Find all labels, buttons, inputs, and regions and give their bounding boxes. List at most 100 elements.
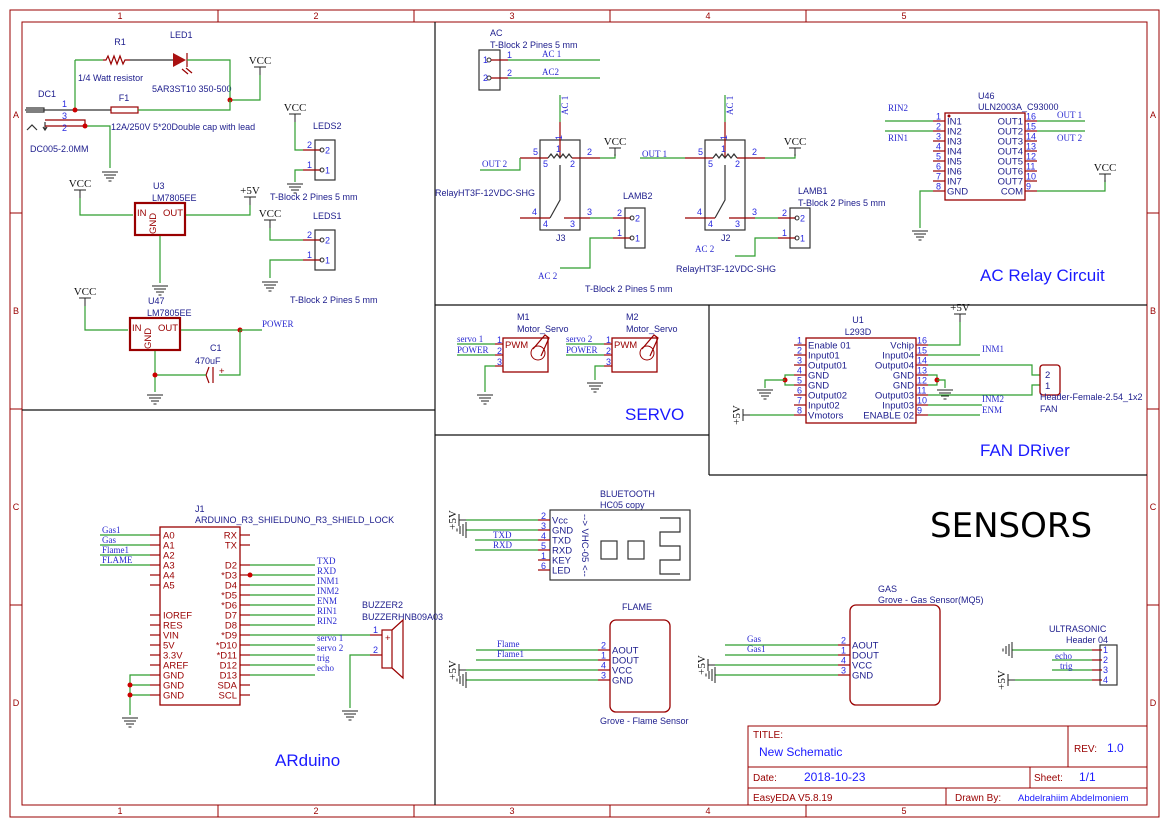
column-marker: 4 [705,806,710,816]
net-label: echo [1055,651,1072,661]
pin-label: GND [947,187,968,198]
value-label: LM7805EE [152,193,197,203]
lamb2-value: T-Block 2 Pines 5 mm [585,284,673,294]
servo-ref: M2 [626,312,639,322]
servo-value: Motor_Servo [626,324,678,334]
pwm-label: PWM [505,340,528,351]
pin-label: A5 [163,581,175,592]
power-flag-label: +5V [731,405,743,425]
pin-number: 12 [917,376,927,386]
pin-number: 5 [708,159,713,169]
ground-icon [587,382,603,393]
pin-label: IN7 [947,177,962,188]
pin-number: 14 [917,356,927,366]
buzzer-icon [381,629,393,669]
j2-value: RelayHT3F-12VDC-SHG [676,264,776,274]
net-label: Flame1 [497,649,524,659]
wire [85,125,111,168]
ground-icon [912,230,928,241]
pin-label: Enable 01 [808,341,851,352]
terminal-pin-label: 1 [635,234,640,244]
wire [928,364,1040,376]
net-label: AC 1 [725,96,735,115]
pin-label: OUT2 [998,127,1023,138]
servo-arm-icon [532,334,550,357]
ac-value: T-Block 2 Pines 5 mm [490,40,578,50]
pin-number: 1 [556,144,561,154]
pin-number: 2 [570,159,575,169]
pin-number: 7 [797,396,802,406]
pin-label: OUT4 [998,147,1023,158]
pin-number: 15 [1026,122,1036,132]
power-flag-label: +5V [696,655,708,675]
power-flag-label: VCC [249,55,272,67]
leds2-value: T-Block 2 Pines 5 mm [270,192,358,202]
column-marker: 1 [117,806,122,816]
wire [594,365,604,380]
pin-label: GND [852,671,873,682]
wire [480,158,521,171]
wire [219,330,241,376]
pin-number: 5 [533,147,538,157]
net-label: AC 1 [542,49,561,59]
pin-number: 1 [936,112,941,122]
pin-label: VCC [852,661,872,672]
pin-number: 2 [797,346,802,356]
pin-number: 9 [917,406,922,416]
pin-label: OUT5 [998,157,1023,168]
pin-number: 4 [532,207,537,217]
net-label: RIN2 [888,103,908,113]
wire [735,237,778,257]
wire [45,119,86,127]
pin-number: 5 [541,541,546,551]
pin-number: 3 [841,666,846,676]
resistor-icon [103,54,130,66]
net-label: trig [317,653,330,663]
terminal-screw-icon [794,215,800,221]
pin-label: IN5 [947,157,962,168]
ground-icon [152,285,168,296]
pin-label: D7 [225,611,237,622]
pin-label: Input04 [882,351,914,362]
pin-label: KEY [552,556,572,567]
fan-header-ref: FAN [1040,404,1058,414]
net-label: AC 2 [695,244,714,254]
pin-number: 2 [1103,655,1108,665]
j3-value: RelayHT3F-12VDC-SHG [435,188,535,198]
flame-sensor [609,619,671,713]
pin-number: 2 [617,208,622,218]
wire [129,674,150,715]
pin-label: D13 [220,671,237,682]
f1-value: 12A/250V 5*20Double cap with lead [111,122,255,132]
pin-number: 3 [936,132,941,142]
column-marker: 3 [509,806,514,816]
ground-icon [456,522,467,538]
power-flag-label: +5V [950,302,970,314]
hc05-bluetooth-module [549,509,691,581]
ultrasonic-header [1099,644,1118,686]
terminal-pin-label: 1 [325,256,330,266]
pin-label: Vmotors [808,411,844,422]
wire [600,154,616,159]
net-label: servo 1 [457,334,483,344]
pin-number: 14 [1026,132,1036,142]
row-marker: A [1150,110,1156,120]
lamb2-terminal-block [624,207,646,249]
dc-jack-icon [26,107,45,113]
led-icon [173,53,186,67]
pin-label: DOUT [612,656,639,667]
pin-number: 1 [617,228,622,238]
pin-label: 5V [163,641,175,652]
power-flag-label: +5V [996,670,1008,690]
wire [186,205,251,216]
pin-label: RES [163,621,183,632]
pin-number: 5 [936,152,941,162]
pin-label: Output03 [875,391,914,402]
wire [84,306,128,331]
header-pin-label: 1 [1045,381,1050,392]
pin-number: 6 [936,162,941,172]
pin-number: 9 [1026,182,1031,192]
net-label: OUT 1 [1057,110,1082,120]
pin-number: 2 [307,140,312,150]
junction-dot [127,692,133,698]
